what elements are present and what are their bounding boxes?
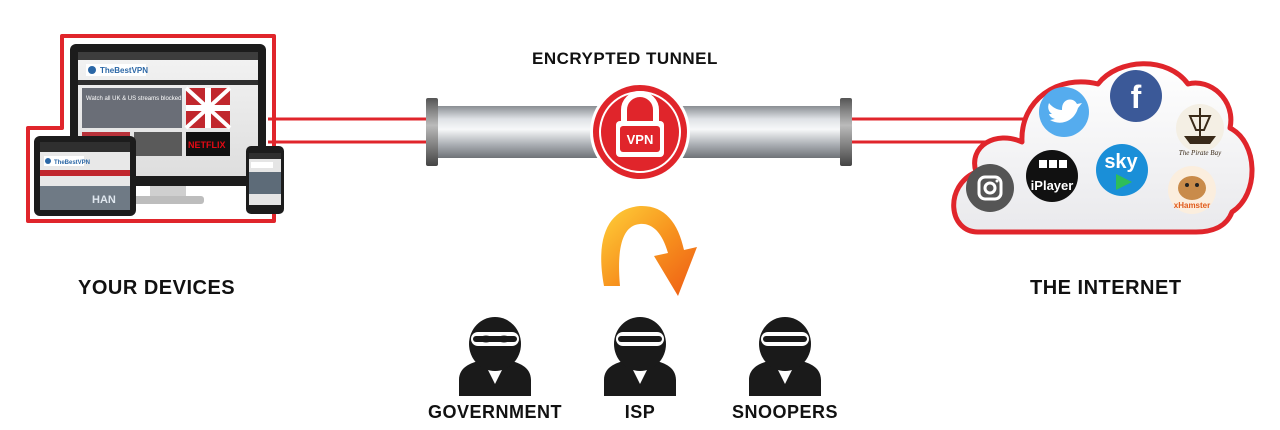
- bbc-iplayer-icon: [1026, 150, 1078, 202]
- your-devices-label: YOUR DEVICES: [78, 277, 236, 299]
- lock-vpn-text: VPN: [627, 132, 654, 147]
- observer-label-isp: ISP: [624, 402, 656, 422]
- spy-figure-government: [459, 317, 531, 396]
- tunnel-title: ENCRYPTED TUNNEL: [532, 49, 718, 68]
- xhamster-text: xHamster: [1174, 201, 1210, 210]
- sky-text: sky: [1104, 151, 1138, 173]
- the-internet-label: THE INTERNET: [1030, 277, 1182, 299]
- devices-red-outline: [26, 34, 276, 223]
- sky-icon: [1096, 144, 1148, 196]
- facebook-letter: f: [1131, 79, 1142, 115]
- facebook-f-icon: [1110, 70, 1162, 122]
- observer-label-government: GOVERNMENT: [427, 402, 562, 422]
- tablet-icon: [34, 136, 136, 216]
- curved-arrow-icon: [601, 205, 697, 296]
- monitor-headline: Watch all UK & US streams blocked: [86, 96, 181, 102]
- pirate-ship-icon: [1176, 104, 1224, 152]
- vpn-lock-badge: [590, 82, 690, 182]
- phone-icon: [246, 146, 284, 214]
- spy-figure-snoopers: [749, 317, 821, 396]
- lock-shackle: [621, 91, 659, 122]
- pirate-bay-text: The Pirate Bay: [1179, 149, 1222, 157]
- tablet-screen-word: HAN: [92, 194, 116, 206]
- monitor-site-name: TheBestVPN: [100, 66, 148, 75]
- hamster-icon: [1168, 166, 1216, 214]
- iplayer-text: iPlayer: [1031, 178, 1074, 193]
- twitter-bird-icon: [1039, 87, 1089, 137]
- devices-illustration: [26, 34, 284, 223]
- tablet-site-name: TheBestVPN: [54, 160, 90, 166]
- spy-figure-isp: [604, 317, 676, 396]
- instagram-camera-icon: [966, 164, 1014, 212]
- monitor-banner-word: NETFLIX: [188, 140, 226, 150]
- observer-label-snoopers: SNOOPERS: [731, 402, 839, 422]
